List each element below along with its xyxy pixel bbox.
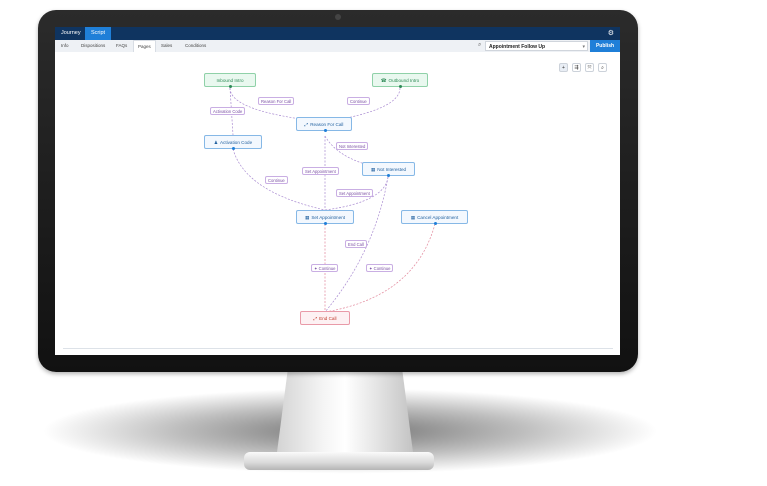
script-select-value: Appointment Follow Up (489, 44, 546, 50)
edge-outbound-reason (324, 87, 401, 123)
tab-script[interactable]: Script (85, 27, 112, 40)
edge-notinterested-endcall (324, 176, 389, 313)
connector-dot (229, 85, 232, 88)
node-label: Outbound Intro (388, 78, 420, 83)
subtab-info[interactable]: Info (61, 43, 69, 48)
link-icon: ⤢ (313, 316, 318, 321)
edge-label-reason-for-call: Reason For Call (258, 97, 295, 105)
calendar-icon: ▦ (410, 215, 416, 220)
script-select[interactable]: Appointment Follow Up ▾ (485, 41, 588, 51)
top-nav: Journey Script ⚙ (55, 27, 620, 40)
connector-dot (324, 129, 327, 132)
subtab-faqs[interactable]: FAQs (116, 43, 128, 48)
edge-label-continue: Continue (347, 97, 370, 105)
subtab-sales[interactable]: Sales (161, 43, 173, 48)
node-end-call[interactable]: ⤢End Call (300, 311, 350, 325)
sub-nav: Info Dispositions FAQs Pages Sales Condi… (55, 40, 620, 53)
user-icon: ♟ (213, 140, 218, 145)
calendar-icon: ▦ (304, 215, 310, 220)
gear-icon[interactable]: ⚙ (607, 30, 614, 37)
calendar-icon: ▦ (370, 167, 376, 172)
edge-inbound-reason (229, 87, 326, 123)
edge-label-activation-code: Activation Code (210, 107, 246, 115)
collapse-icon[interactable]: ⤧ (585, 63, 594, 72)
edge-label-end-call: End Call (345, 240, 367, 248)
node-label: Set Appointment (311, 215, 346, 220)
flow-canvas[interactable]: + ⇶ ⤧ ⌕ Inbound Intro ☎Outbound Intro (55, 52, 620, 355)
connector-dot (232, 147, 235, 150)
monitor-base (244, 452, 434, 470)
search-icon[interactable]: ⌕ (598, 63, 607, 72)
edge-inbound-activation (229, 87, 234, 136)
divider (63, 348, 613, 349)
node-label: Not Interested (377, 167, 407, 172)
connector-dot (387, 174, 390, 177)
tab-journey[interactable]: Journey (61, 30, 81, 36)
subtab-pages[interactable]: Pages (133, 40, 156, 53)
edge-label-continue: ✦ Continue (311, 264, 339, 272)
flow-edges (229, 87, 436, 313)
chevron-down-icon: ▾ (582, 44, 585, 50)
edge-label-set-appointment: Set Appointment (302, 167, 339, 175)
connector-dot (434, 222, 437, 225)
node-label: Reason For Call (310, 122, 344, 127)
edge-label-not-interested: Not Interested (336, 142, 369, 150)
edge-label-set-appointment: Set Appointment (336, 189, 373, 197)
phone-icon: ☎ (380, 78, 387, 83)
screen: Journey Script ⚙ Info Dispositions FAQs … (55, 27, 620, 355)
edge-label-continue: ✦ Continue (366, 264, 394, 272)
monitor-camera (335, 14, 341, 20)
subtab-dispositions[interactable]: Dispositions (81, 43, 106, 48)
monitor-stand (276, 368, 414, 460)
node-label: Activation Code (219, 140, 253, 145)
edge-activation-setappointment (232, 148, 326, 211)
edge-label-continue: Continue (265, 176, 288, 184)
connector-dot (324, 222, 327, 225)
link-icon: ⤢ (304, 122, 309, 127)
subtab-conditions[interactable]: Conditions (185, 43, 207, 48)
connector-dot (399, 85, 402, 88)
edge-cancel-endcall (324, 223, 436, 313)
layout-icon[interactable]: ⇶ (572, 63, 581, 72)
node-label: Cancel Appointment (417, 215, 459, 220)
node-label: End Call (319, 316, 337, 321)
search-icon[interactable]: ⌕ (478, 42, 482, 48)
plus-icon[interactable]: + (559, 63, 568, 72)
publish-button[interactable]: Publish (590, 40, 620, 52)
